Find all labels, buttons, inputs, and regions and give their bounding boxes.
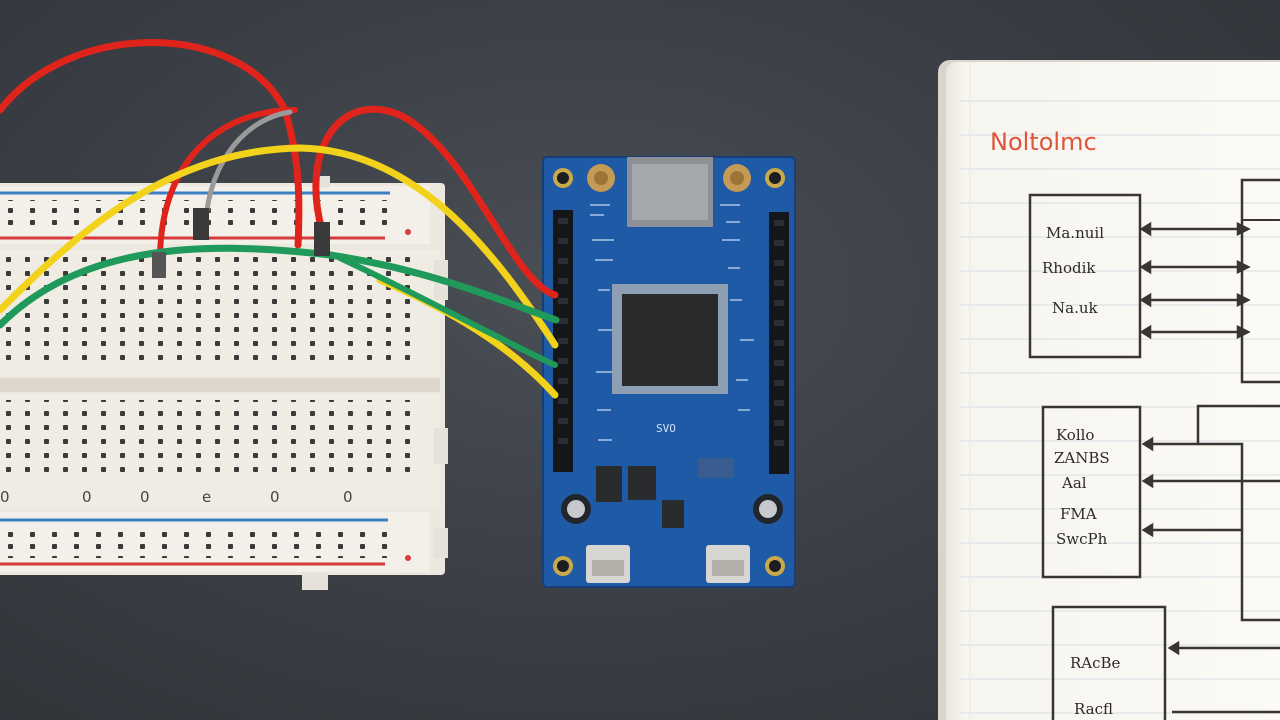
center-channel bbox=[0, 378, 440, 392]
block-2-line: Aal bbox=[1061, 474, 1087, 492]
block-3-line: Racfl bbox=[1074, 700, 1113, 718]
red-wire bbox=[157, 107, 298, 263]
wire-connector bbox=[193, 208, 209, 240]
row-label: 0 bbox=[270, 488, 280, 506]
small-ic bbox=[662, 500, 684, 528]
red-wire bbox=[0, 39, 303, 249]
breadboard: 0 0 0 e 0 0 bbox=[0, 176, 448, 590]
small-ic bbox=[698, 458, 734, 478]
block-2-line: SwcPh bbox=[1056, 530, 1108, 548]
row-label: 0 bbox=[82, 488, 92, 506]
notebook-title: Noltolmc bbox=[990, 128, 1097, 156]
block-1-line: Ma.nuil bbox=[1046, 224, 1104, 242]
diagram-block-2 bbox=[1041, 405, 1142, 579]
block-2-line: ZANBS bbox=[1054, 449, 1110, 467]
block-2-line: FMA bbox=[1060, 505, 1097, 523]
dev-board: SVO bbox=[542, 156, 796, 588]
diagram-block-3 bbox=[1051, 605, 1167, 720]
wire-connector bbox=[152, 252, 166, 278]
small-ic bbox=[628, 466, 656, 500]
row-label: 0 bbox=[343, 488, 353, 506]
green-wire bbox=[0, 244, 560, 329]
small-ic bbox=[596, 466, 622, 502]
row-label: 0 bbox=[140, 488, 150, 506]
block-3-line: RAcBe bbox=[1070, 654, 1121, 672]
row-label: e bbox=[202, 488, 211, 506]
block-2-line: Kollo bbox=[1056, 426, 1094, 444]
block-1-line: Rhodik bbox=[1042, 259, 1096, 277]
block-1-line: Na.uk bbox=[1052, 299, 1098, 317]
silk-label: SVO bbox=[656, 422, 676, 435]
row-label: 0 bbox=[0, 488, 10, 506]
jumper-wires bbox=[0, 39, 560, 399]
green-wire bbox=[337, 255, 558, 368]
notebook: Noltolmc Ma.nuil Rhodik Na.uk Kollo ZANB… bbox=[938, 60, 1280, 720]
yellow-wire bbox=[0, 144, 559, 349]
diagram-block-right bbox=[1240, 178, 1280, 384]
row-labels: 0 0 0 e 0 0 bbox=[0, 488, 353, 506]
red-wire bbox=[312, 105, 559, 299]
diagram-block-1 bbox=[1028, 193, 1142, 359]
wire-connector bbox=[314, 222, 330, 256]
